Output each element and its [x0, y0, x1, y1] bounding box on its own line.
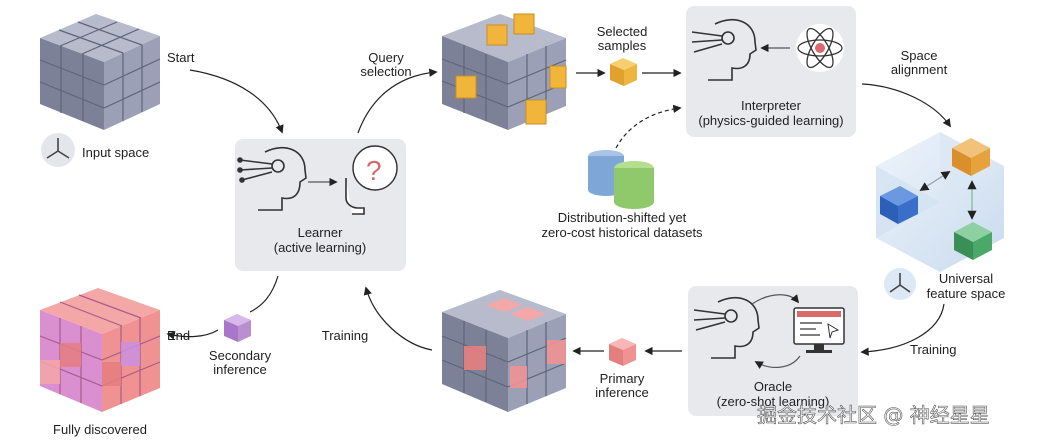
secondary-label-1: Secondary: [209, 348, 272, 363]
universal-feature-space: [876, 132, 1004, 272]
primary-label-1: Primary: [600, 371, 645, 386]
oracle-top-arrow: [751, 294, 800, 305]
oracle-bottom-arrow: [754, 355, 801, 369]
universal-label-1: Universal: [939, 271, 993, 286]
oracle-title: Oracle: [754, 379, 792, 394]
fully-discovered-cube: [39, 288, 161, 412]
green-feature-cube: [954, 222, 992, 260]
learner-to-secondary-line: [249, 275, 279, 313]
brain-network-icon: [237, 146, 307, 211]
blue-feature-cube: [880, 186, 918, 224]
axes-icon-feature: [884, 268, 916, 300]
svg-text:?: ?: [366, 155, 382, 186]
secondary-inference-cube: [224, 314, 251, 342]
datasets-dashed-arrow: [615, 104, 682, 149]
query-selection-label-1: Query: [368, 50, 404, 65]
learner-title: Learner: [298, 225, 343, 240]
brain-network-icon-oracle: [693, 296, 760, 359]
selected-samples-label-2: samples: [598, 38, 647, 53]
end-label: End: [167, 328, 190, 343]
primary-inference-cube: [609, 338, 636, 366]
monitor-icon: [793, 307, 845, 353]
end-arrow: [166, 329, 219, 340]
database-icon: [588, 150, 654, 209]
selected-sample-cube: [610, 58, 637, 86]
watermark: 掘金技术社区 @ 神经星星: [757, 403, 990, 427]
atom-icon: [796, 24, 844, 72]
secondary-label-2: inference: [213, 362, 266, 377]
start-arrow: [189, 69, 284, 134]
primary-label-2: inference: [595, 385, 648, 400]
interpreter-title: Interpreter: [741, 98, 802, 113]
universal-label-2: feature space: [927, 286, 1006, 301]
query-arrow: [357, 68, 438, 134]
training-right-arrow: [860, 303, 945, 356]
input-space-cube: [39, 14, 161, 130]
query-selection-label-2: selection: [360, 64, 411, 79]
training-left-arrow: [363, 286, 433, 351]
query-cube: [441, 13, 567, 130]
oracle-subtitle: (zero-shot learning): [717, 394, 830, 409]
partial-cube: [441, 290, 567, 412]
selected-samples-label-1: Selected: [597, 24, 648, 39]
learner-subtitle: (active learning): [274, 240, 367, 255]
fully-discovered-label: Fully discovered: [53, 422, 147, 437]
space-alignment-label-2: alignment: [891, 62, 948, 77]
training-left-label: Training: [322, 328, 368, 343]
interpreter-subtitle: (physics-guided learning): [698, 113, 843, 128]
training-right-label: Training: [910, 342, 956, 357]
datasets-label-2: zero-cost historical datasets: [541, 225, 703, 240]
alignment-arrow: [861, 83, 951, 128]
orange-feature-cube: [952, 138, 990, 176]
start-label: Start: [167, 50, 195, 65]
datasets-label-1: Distribution-shifted yet: [558, 210, 687, 225]
input-space-label: Input space: [82, 145, 149, 160]
hand-question-icon: ?: [345, 145, 398, 215]
space-alignment-label-1: Space: [901, 48, 938, 63]
axes-icon: [41, 133, 75, 167]
brain-network-icon-interpreter: [691, 18, 757, 81]
